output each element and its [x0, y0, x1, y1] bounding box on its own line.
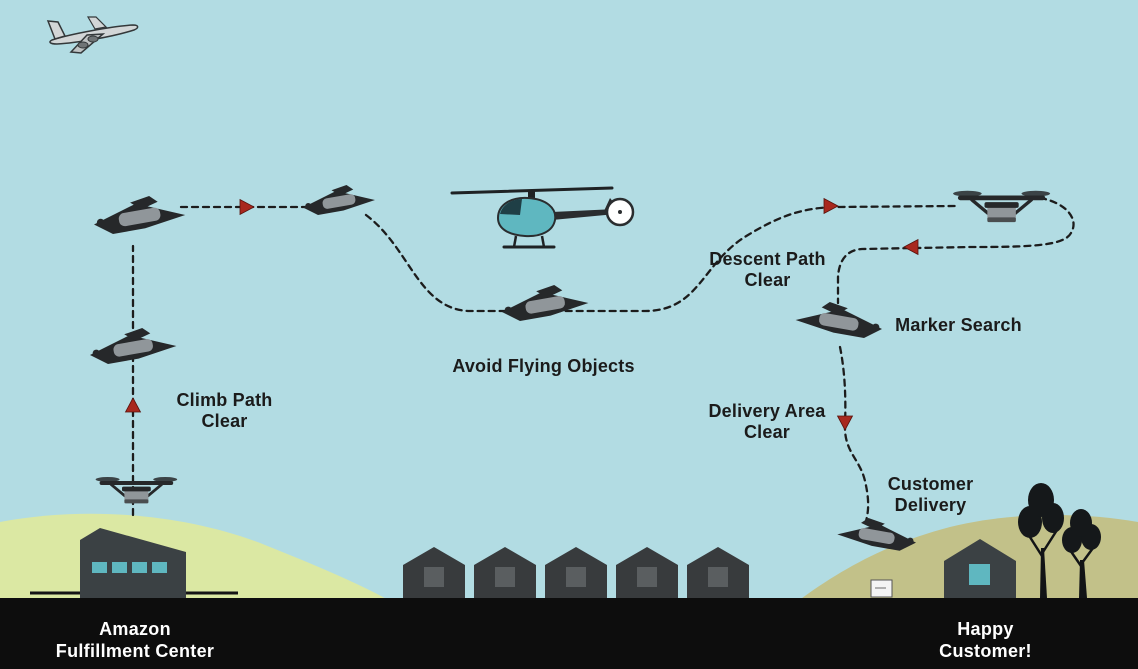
arrow-up-icon — [124, 397, 142, 413]
climb-path-line1: Climb Path — [176, 390, 273, 410]
trees-icon — [1018, 483, 1101, 598]
drone-delivery-icon — [837, 518, 916, 551]
marker-search-line1: Marker Search — [895, 315, 1022, 335]
path-arrows — [124, 197, 919, 431]
drone-avoid-icon — [502, 285, 589, 321]
climb-path-label: Climb Path Clear — [152, 390, 297, 432]
customer-delivery-label: Customer Delivery — [853, 474, 1008, 516]
footer-bar: Amazon Fulfillment Center Happy Customer… — [0, 598, 1138, 669]
drone-takeoff-icon — [94, 475, 179, 505]
neighborhood-houses-icon — [403, 547, 749, 598]
customer-house-icon — [944, 539, 1016, 598]
descent-path-label: Descent Path Clear — [690, 249, 845, 291]
marker-search-label: Marker Search — [866, 315, 1051, 336]
airplane-icon — [46, 16, 139, 54]
drone-climb-high-icon — [94, 196, 186, 234]
arrow-left-icon — [903, 238, 919, 256]
delivery-area-line1: Delivery Area — [708, 401, 826, 421]
happy-customer-line1: Happy — [957, 619, 1014, 639]
drone-cruise-icon — [303, 185, 375, 215]
avoid-flying-objects-line1: Avoid Flying Objects — [452, 356, 635, 376]
climb-path-line2: Clear — [201, 411, 248, 431]
arrow-down-icon — [836, 415, 854, 431]
package-icon — [870, 579, 893, 598]
drone-climb-low-icon — [90, 328, 177, 364]
fulfillment-center-line1: Amazon — [99, 619, 171, 639]
helicopter-icon — [450, 186, 635, 249]
avoid-flying-objects-label: Avoid Flying Objects — [421, 356, 666, 377]
drone-descent-icon — [951, 189, 1052, 224]
flight-path — [131, 196, 1075, 523]
arrow-right-icon — [239, 198, 255, 216]
delivery-area-line2: Clear — [743, 422, 791, 442]
delivery-area-label: Delivery Area Clear — [688, 401, 846, 443]
descent-path-line2: Clear — [744, 270, 791, 290]
customer-delivery-line1: Customer — [887, 474, 974, 494]
happy-customer-line2: Customer! — [939, 641, 1032, 661]
customer-delivery-line2: Delivery — [894, 495, 967, 515]
fulfillment-center-icon — [80, 528, 186, 598]
descent-path-line1: Descent Path — [709, 249, 826, 269]
arrow-right-icon — [823, 197, 839, 215]
fulfillment-center-line2: Fulfillment Center — [55, 641, 215, 661]
fulfillment-center-label: Amazon Fulfillment Center — [25, 618, 245, 662]
happy-customer-label: Happy Customer! — [873, 618, 1098, 662]
